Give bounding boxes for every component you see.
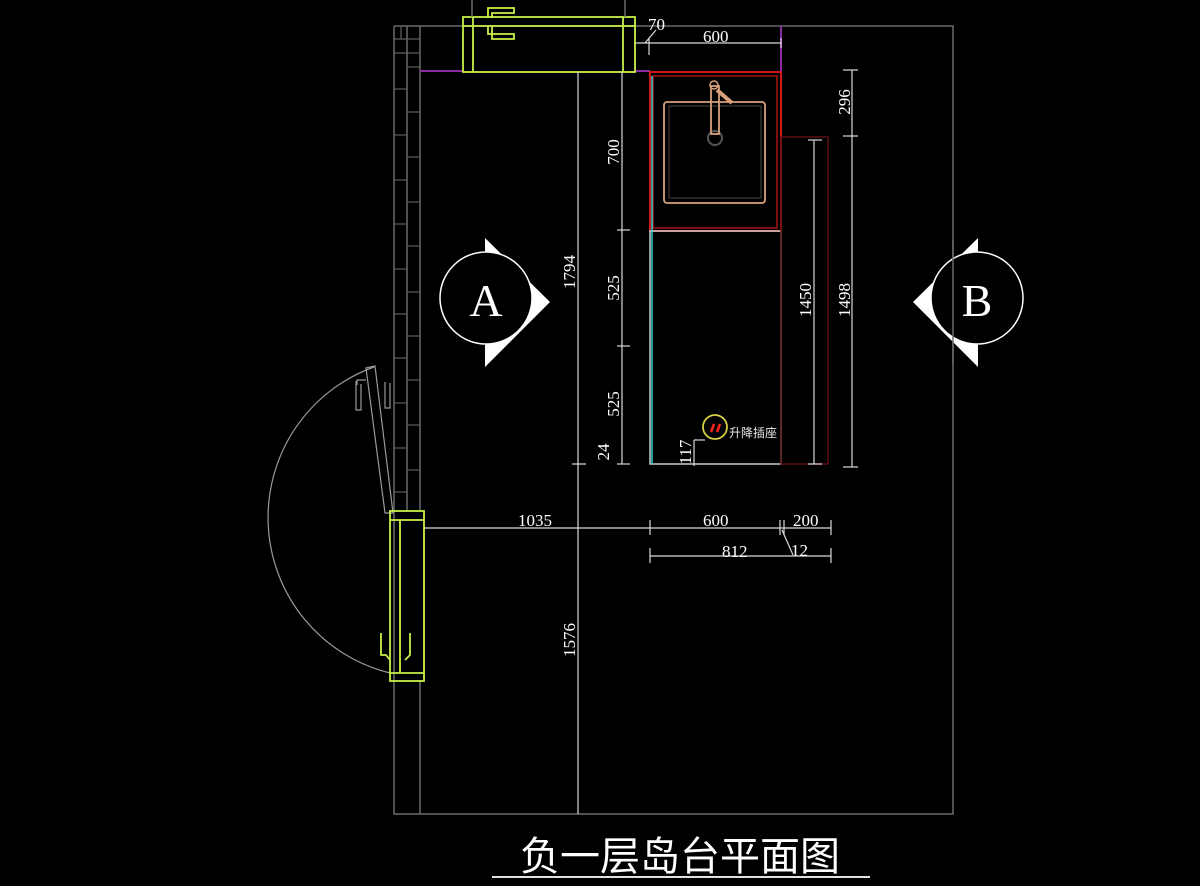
dim-right-inner: 1450: [796, 283, 815, 317]
island-cabinet: [649, 71, 829, 465]
dim-left-overall: 1794: [560, 255, 579, 290]
section-mark-b: B: [913, 238, 1024, 367]
swing-door: [267, 365, 394, 674]
dim-horizontal-200: 200: [793, 511, 819, 530]
dim-socket-offset: 117: [676, 439, 695, 464]
dim-left-lower: 1576: [560, 623, 579, 657]
section-mark-b-label: B: [962, 275, 993, 326]
drawing-title: 负一层岛台平面图: [520, 834, 840, 880]
lift-socket: 升降插座: [702, 414, 777, 440]
room-outline: [393, 25, 954, 815]
socket-label: 升降插座: [729, 425, 777, 440]
door-frame: [380, 510, 425, 682]
dim-small-gap: 24: [594, 443, 613, 461]
dim-segment-2: 525: [604, 391, 623, 417]
dim-horizontal-wall: 1035: [518, 511, 552, 530]
dim-right-outer: 1498: [835, 283, 854, 317]
dim-segment-1: 525: [604, 275, 623, 301]
dim-right-top: 296: [835, 89, 854, 115]
sink: [663, 80, 766, 204]
brick-wall: [394, 26, 420, 493]
dim-top-width: 600: [703, 27, 729, 46]
dim-horizontal-600: 600: [703, 511, 729, 530]
dim-top-offset: 70: [648, 15, 665, 34]
dim-horizontal-812: 812: [722, 542, 748, 561]
dim-horizontal-12: 12: [791, 541, 808, 560]
dimension-lines: [424, 29, 858, 814]
dim-sink-depth: 700: [604, 139, 623, 165]
top-door: [462, 7, 636, 73]
section-mark-a: A: [439, 238, 550, 367]
section-mark-a-label: A: [469, 275, 502, 326]
